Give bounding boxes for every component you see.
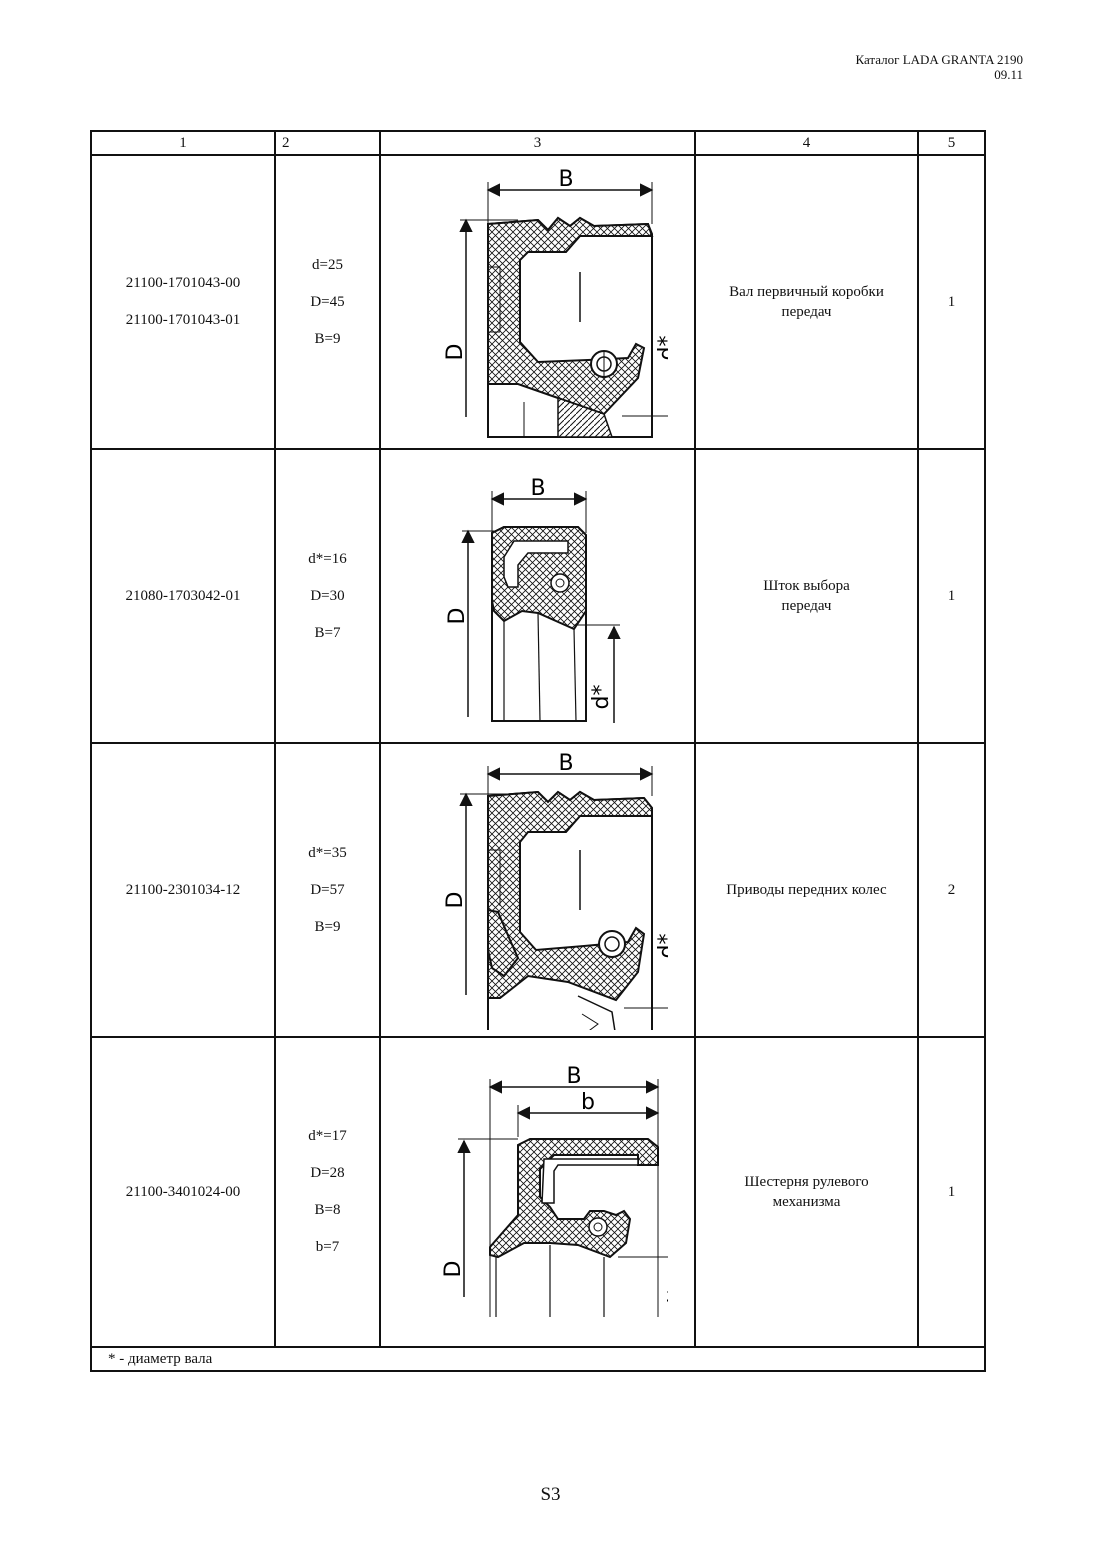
table-row: 21100-3401024-00 d*=17 D=28 B=8 b=7 B b …: [90, 1036, 986, 1348]
dimension-value: d=25: [312, 256, 343, 273]
part-number: 21080-1703042-01: [125, 587, 241, 604]
description-line: механизма: [772, 1194, 841, 1210]
dimension-value: B=9: [314, 330, 341, 347]
catalog-date: 09.11: [994, 67, 1023, 82]
description-line: Вал первичный коробки: [729, 284, 884, 300]
part-number-cell: 21100-1701043-00 21100-1701043-01: [90, 154, 276, 450]
description-line: Приводы передних колес: [726, 882, 887, 898]
dimension-value: D=28: [310, 1165, 345, 1181]
part-number: 21100-2301034-12: [125, 881, 241, 898]
quantity-cell: 1: [917, 154, 986, 450]
dimension-label-d-outer: D: [441, 1261, 466, 1278]
part-number: 21100-1701043-01: [125, 312, 241, 328]
dimension-value: D=45: [310, 293, 345, 310]
dimension-label-small-b: b: [581, 1090, 595, 1115]
dimension-label-shaft: d*: [665, 1287, 668, 1312]
dimension-label-b: B: [558, 167, 573, 192]
dimension-value: B=8: [314, 1202, 341, 1218]
footnote: * - диаметр вала: [90, 1346, 986, 1372]
column-header: 5: [917, 130, 986, 156]
dimension-label-shaft: d*: [589, 685, 614, 710]
description-cell: Приводы передних колес: [694, 742, 919, 1038]
page-header: Каталог LADA GRANTA 2190 09.11: [855, 52, 1023, 82]
catalog-title: Каталог LADA GRANTA 2190: [855, 52, 1023, 67]
dimension-label-b: B: [558, 751, 573, 776]
part-number: 21100-3401024-00: [125, 1183, 241, 1200]
footnote-row: * - диаметр вала: [90, 1346, 986, 1372]
description-cell: Шток выбора передач: [694, 448, 919, 744]
dimension-label-d-outer: D: [443, 344, 468, 361]
quantity-cell: 2: [917, 742, 986, 1038]
description-line: передач: [781, 304, 832, 320]
description-line: Шестерня рулевого: [744, 1174, 869, 1190]
column-header: 3: [379, 130, 696, 156]
seal-drawing: B D d*: [443, 751, 668, 1030]
column-header: 2: [274, 130, 381, 156]
quantity-cell: 1: [917, 448, 986, 744]
quantity-cell: 1: [917, 1036, 986, 1348]
drawing-cell: B D d*: [379, 154, 696, 450]
dimension-value: d*=17: [308, 1128, 347, 1144]
part-number-cell: 21100-3401024-00: [90, 1036, 276, 1348]
table-row: 21100-2301034-12 d*=35 D=57 B=9 B D: [90, 742, 986, 1038]
part-number: 21100-1701043-00: [125, 275, 241, 291]
dimension-label-d-outer: D: [443, 892, 468, 909]
column-header: 1: [90, 130, 276, 156]
dimension-label-shaft: d*: [655, 336, 668, 361]
seal-drawing: B b D d*: [441, 1064, 668, 1317]
dimension-value: d*=16: [308, 550, 347, 567]
column-header: 4: [694, 130, 919, 156]
description-line: передач: [781, 598, 832, 614]
table-row: 21080-1703042-01 d*=16 D=30 B=7 B D: [90, 448, 986, 744]
description-line: Шток выбора: [763, 578, 850, 594]
dimension-value: D=57: [310, 881, 345, 898]
table-row: 21100-1701043-00 21100-1701043-01 d=25 D…: [90, 154, 986, 450]
dimension-label-shaft: d*: [655, 934, 668, 959]
description-cell: Шестерня рулевого механизма: [694, 1036, 919, 1348]
drawing-cell: B D d*: [379, 448, 696, 744]
dimension-label-b: B: [530, 476, 545, 501]
dimensions-cell: d*=16 D=30 B=7: [274, 448, 381, 744]
seal-drawing: B D d*: [445, 476, 621, 723]
drawing-cell: B D d*: [379, 742, 696, 1038]
dimensions-cell: d*=17 D=28 B=8 b=7: [274, 1036, 381, 1348]
dimension-value: B=9: [314, 918, 341, 935]
header-row: 1 2 3 4 5: [90, 130, 986, 156]
part-number-cell: 21080-1703042-01: [90, 448, 276, 744]
dimensions-cell: d*=35 D=57 B=9: [274, 742, 381, 1038]
drawing-cell: B b D d*: [379, 1036, 696, 1348]
page-number: S3: [540, 1484, 561, 1505]
dimension-label-d-outer: D: [445, 608, 470, 625]
part-number-cell: 21100-2301034-12: [90, 742, 276, 1038]
seal-drawing: B D d*: [443, 167, 668, 438]
seal-catalog-table: 1 2 3 4 5 21100-1701043-00 21100-1701043…: [90, 130, 986, 1372]
dimension-value: D=30: [310, 587, 345, 604]
dimensions-cell: d=25 D=45 B=9: [274, 154, 381, 450]
dimension-label-b: B: [566, 1064, 581, 1089]
dimension-value: d*=35: [308, 844, 347, 861]
description-cell: Вал первичный коробки передач: [694, 154, 919, 450]
dimension-value: B=7: [314, 624, 341, 641]
dimension-value: b=7: [315, 1239, 340, 1255]
